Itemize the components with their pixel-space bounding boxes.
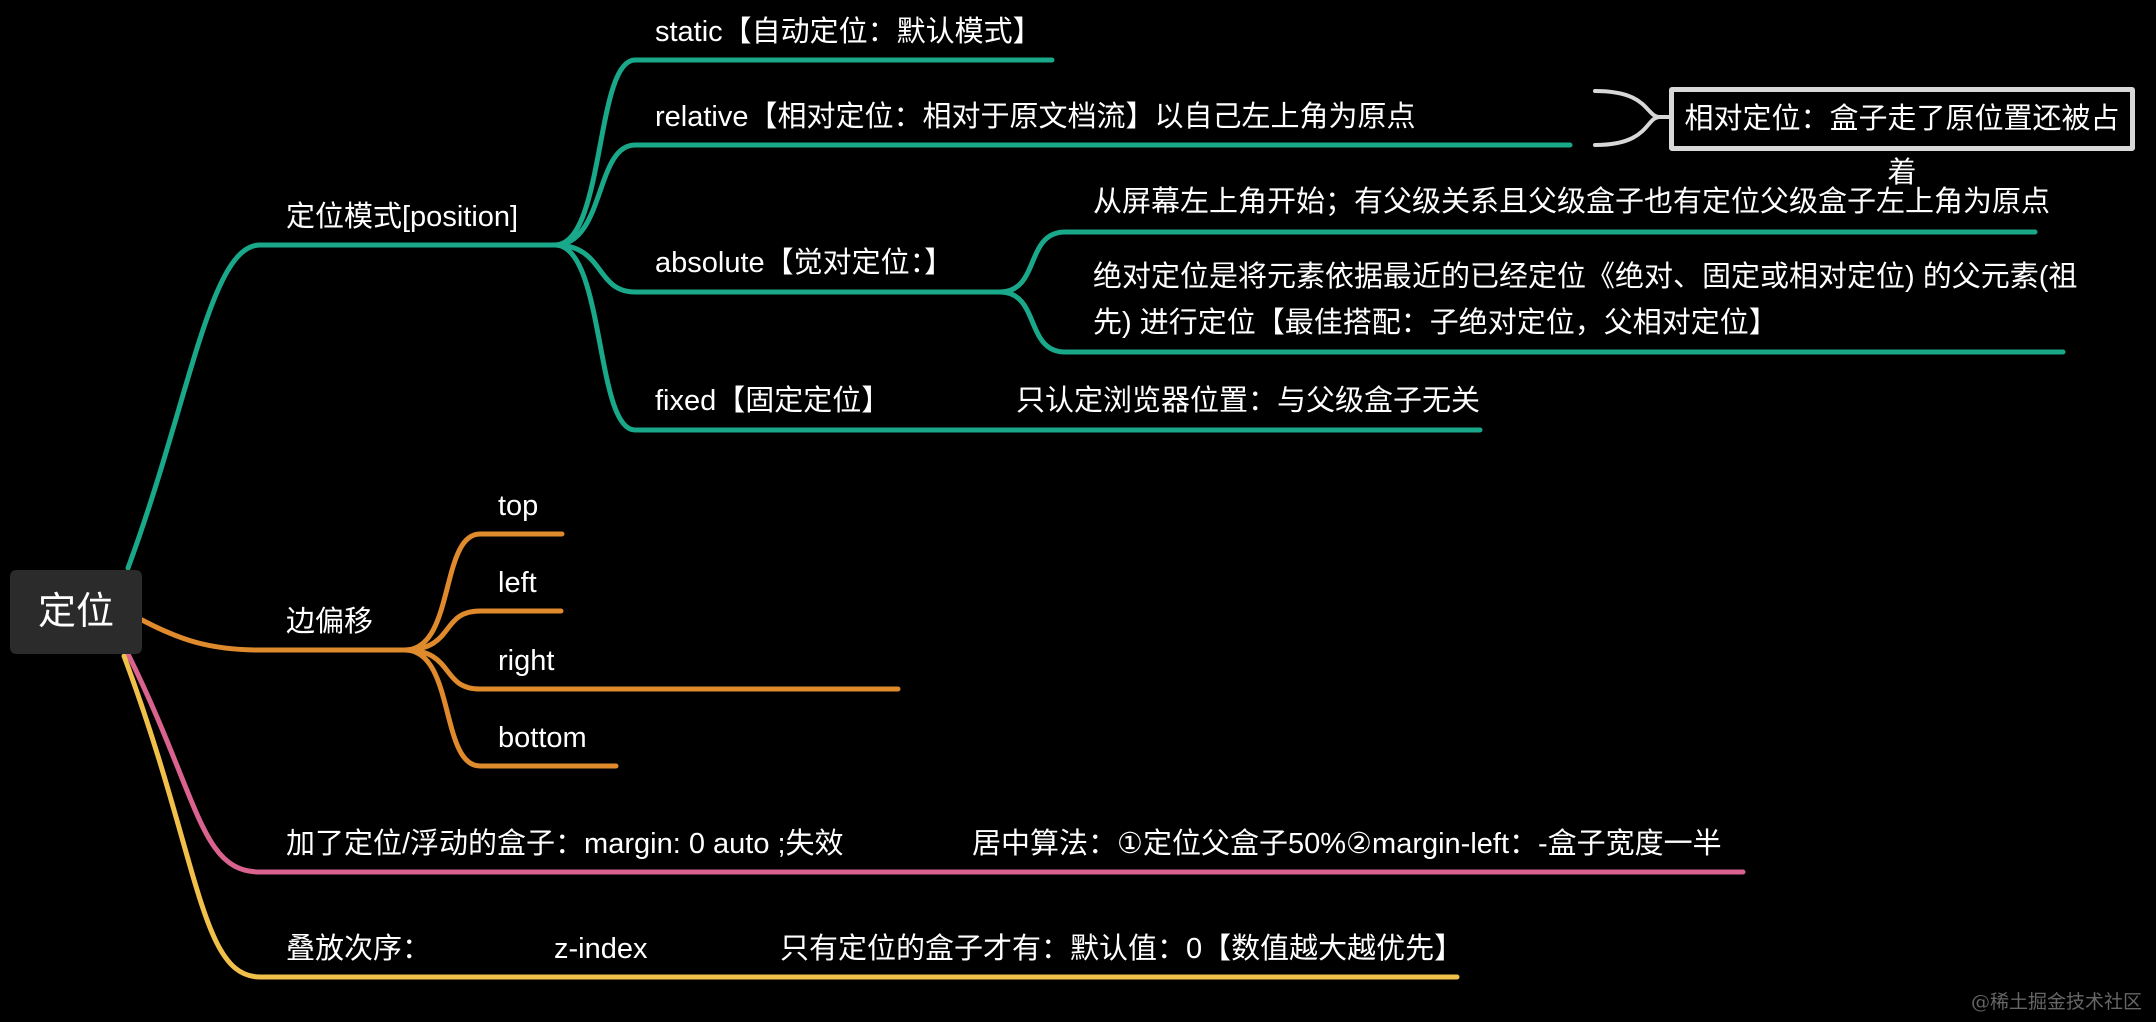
position-branch-edges (125, 57, 2066, 571)
root-node[interactable]: 定位 (10, 570, 142, 654)
offset-item-bottom[interactable]: bottom (498, 722, 587, 754)
summary-bracket (1593, 89, 1671, 147)
offset-node[interactable]: 边偏移 (286, 606, 374, 638)
absolute-node[interactable]: absolute【觉对定位：】 (655, 247, 954, 279)
absolute-note-1[interactable]: 从屏幕左上角开始；有父级关系且父级盒子也有定位父级盒子左上角为原点 (1093, 186, 2051, 218)
offset-item-top[interactable]: top (498, 490, 539, 522)
fixed-node[interactable]: fixed【固定定位】 (655, 385, 891, 417)
offset-item-left[interactable]: left (498, 567, 537, 599)
zindex-node[interactable]: 叠放次序： (286, 933, 432, 965)
zindex-note[interactable]: 只有定位的盒子才有：默认值：0【数值越大越优先】 (780, 933, 1464, 965)
zindex-branch-edge (121, 653, 1460, 980)
relative-summary-box[interactable]: 相对定位：盒子走了原位置还被占着 (1669, 87, 2135, 189)
margin-note[interactable]: 居中算法：①定位父盒子50%②margin-left：-盒子宽度一半 (972, 828, 1722, 860)
offset-item-right[interactable]: right (498, 645, 555, 677)
margin-node[interactable]: 加了定位/浮动的盒子：margin: 0 auto ;失效 (286, 828, 844, 860)
fixed-note[interactable]: 只认定浏览器位置：与父级盒子无关 (1016, 385, 1481, 417)
margin-branch-edge (125, 651, 1746, 875)
absolute-note-2-line-1: 绝对定位是将元素依据最近的已经定位《绝对、固定或相对定位) 的父元素(祖 (1093, 261, 2078, 293)
absolute-note-2-line-2: 先) 进行定位【最佳搭配：子绝对定位，父相对定位】 (1093, 307, 1778, 339)
zindex-prop[interactable]: z-index (554, 933, 648, 965)
position-node[interactable]: 定位模式[position] (286, 201, 519, 233)
relative-node[interactable]: relative【相对定位：相对于原文档流】以自己左上角为原点 (655, 101, 1416, 133)
static-node[interactable]: static【自动定位：默认模式】 (655, 16, 1042, 48)
offset-branch-edges (139, 531, 901, 769)
watermark: @稀土掘金技术社区 (1970, 991, 2142, 1013)
